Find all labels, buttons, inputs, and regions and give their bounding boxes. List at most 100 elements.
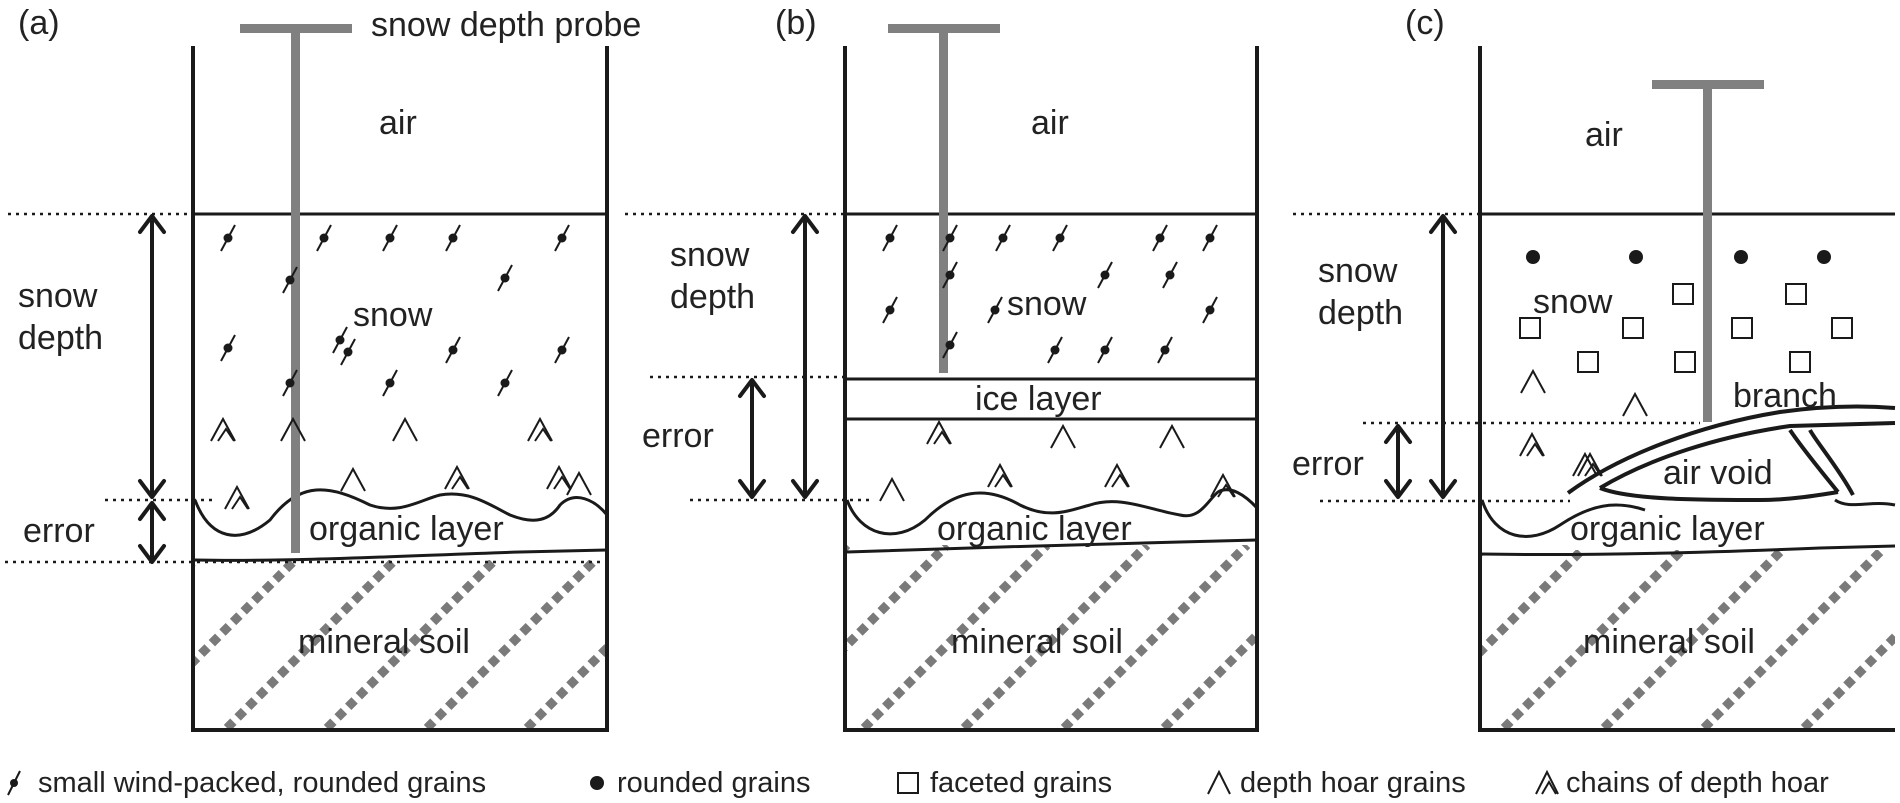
- panel-c-branch-fork-outer: [1808, 429, 1855, 496]
- legend-item-faceted: faceted grains: [897, 767, 1112, 799]
- panel-c-organic-label: organic layer: [1570, 510, 1765, 548]
- depth-hoar-chain: [527, 416, 553, 442]
- panel-c-depth-hoar-grains: [1520, 368, 1648, 477]
- panel-c-snow-label: snow: [1533, 283, 1613, 321]
- panel-a-snow-depth-label-2: depth: [18, 319, 103, 357]
- panel-b-depth-hoar-chains: [926, 419, 1236, 498]
- wind-packed-grain: [1152, 224, 1168, 252]
- depth-hoar-chain: [1519, 431, 1545, 457]
- panel-c-label: (c): [1405, 4, 1445, 42]
- depth-hoar-grain: [280, 416, 306, 442]
- panel-a-snow-label: snow: [353, 296, 433, 334]
- panel-a-probe-handle: [240, 24, 352, 33]
- mineral-hatch-stroke: [627, 560, 795, 728]
- faceted-grain: [1731, 317, 1753, 339]
- legend-item-depth-hoar: depth hoar grains: [1207, 767, 1466, 799]
- panel-b: (b) air snow ice layer organic layer min…: [625, 4, 1447, 732]
- panel-c-snow-depth-label-2: depth: [1318, 294, 1403, 332]
- panel-c-branch-top: [1566, 404, 1896, 495]
- panel-a-container: [191, 46, 609, 732]
- legend-item-rounded: rounded grains: [590, 767, 810, 799]
- depth-hoar-grain: [340, 466, 366, 492]
- wind-packed-grain: [1052, 224, 1068, 252]
- panel-a-mineral-label: mineral soil: [298, 623, 470, 661]
- panel-b-error-arrow: [738, 378, 766, 499]
- depth-hoar-chain: [210, 416, 236, 442]
- faceted-grain: [1672, 283, 1694, 305]
- panel-c: (c) air snow branch air void organic lay…: [1292, 4, 1896, 732]
- panel-a-label: (a): [18, 4, 60, 42]
- wind-packed-grain: [340, 338, 356, 366]
- wind-packed-grain: [382, 224, 398, 252]
- faceted-grain: [1674, 351, 1696, 373]
- panel-a-organic-label: organic layer: [309, 510, 504, 548]
- panel-b-snow-depth-arrow: [791, 214, 819, 499]
- panel-a-mineral-hatch: [195, 560, 795, 728]
- depth-hoar-grain: [566, 470, 592, 496]
- panel-a-depth-hoar-grains: [280, 416, 592, 496]
- legend-item-depth-hoar-chain: chains of depth hoar: [1535, 767, 1829, 799]
- faceted-grain: [1785, 283, 1807, 305]
- depth-hoar-grain: [1050, 423, 1076, 449]
- panel-c-branch-inner: [1598, 421, 1896, 490]
- mineral-hatch-stroke: [1264, 545, 1447, 728]
- depth-hoar-grain: [1622, 391, 1648, 417]
- panel-c-organic-bottom: [1479, 544, 1896, 557]
- depth-hoar-chain: [1577, 451, 1603, 477]
- mineral-hatch-stroke: [1500, 550, 1686, 728]
- panel-b-error-label: error: [642, 417, 714, 455]
- panel-b-probe-shaft: [939, 33, 948, 373]
- panel-b-organic-bottom: [846, 538, 1258, 554]
- wind-packed-grain: [220, 334, 236, 362]
- wind-packed-grain: [554, 336, 570, 364]
- panel-b-mineral-hatch: [847, 545, 1447, 728]
- wind-packed-grain: [282, 266, 298, 294]
- wind-packed-grain: [995, 224, 1011, 252]
- rounded-grain: [1629, 250, 1643, 264]
- legend: small wind-packed, rounded grains rounde…: [7, 767, 1829, 799]
- mineral-hatch-stroke: [195, 560, 299, 667]
- rounded-grain: [1526, 250, 1540, 264]
- depth-hoar-chain: [1104, 462, 1130, 488]
- rounded-grain: [1817, 250, 1831, 264]
- mineral-hatch-stroke: [195, 560, 199, 567]
- depth-hoar-chain: [546, 464, 572, 490]
- mineral-hatch-stroke: [1482, 550, 1586, 657]
- wind-packed-grain: [332, 326, 348, 354]
- panel-a-organic-bottom: [194, 548, 608, 562]
- panel-b-probe-handle: [888, 24, 1000, 33]
- panel-c-air-label: air: [1585, 116, 1623, 154]
- wind-packed-grain: [1157, 336, 1173, 364]
- panel-c-organic-top-left: [1480, 499, 1646, 538]
- panel-c-faceted-grains: [1519, 283, 1853, 373]
- panel-a-probe-shaft: [291, 33, 300, 553]
- panel-c-rounded-grains: [1526, 250, 1831, 264]
- wind-packed-grain: [1202, 224, 1218, 252]
- panel-a-snow-depth-label-1: snow: [18, 277, 98, 315]
- mineral-hatch-stroke: [960, 545, 1151, 728]
- panel-b-label: (b): [775, 4, 817, 42]
- wind-packed-grain: [1162, 261, 1178, 289]
- wind-packed-grain: [942, 261, 958, 289]
- rounded-grain-icon: [590, 776, 604, 790]
- mineral-hatch-stroke: [423, 560, 599, 728]
- panel-c-snow-depth-arrow: [1429, 214, 1457, 499]
- panel-b-container: [843, 46, 1259, 732]
- legend-text-faceted: faceted grains: [930, 767, 1112, 799]
- depth-hoar-grain: [879, 476, 905, 502]
- panel-b-snow-depth-label-2: depth: [670, 278, 755, 316]
- wind-packed-grain: [1097, 336, 1113, 364]
- panel-c-error-arrow: [1384, 424, 1412, 499]
- mineral-hatch-stroke: [223, 560, 399, 728]
- panel-a-probe-label: snow depth probe: [371, 6, 641, 44]
- mineral-hatch-stroke: [860, 545, 1051, 728]
- depth-hoar-chain: [444, 464, 470, 490]
- panel-a-error-arrow: [138, 501, 166, 564]
- mineral-hatch-stroke: [1800, 630, 1895, 728]
- wind-packed-grain: [445, 224, 461, 252]
- mineral-hatch-stroke: [1700, 550, 1886, 728]
- depth-hoar-grain: [392, 416, 418, 442]
- panel-a-depth-hoar-chains: [210, 416, 572, 510]
- legend-item-wind-packed: small wind-packed, rounded grains: [7, 767, 486, 799]
